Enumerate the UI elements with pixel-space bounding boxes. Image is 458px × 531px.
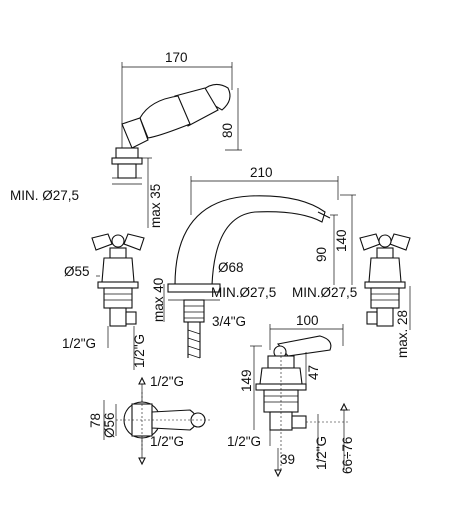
dim-47-label: 47 (306, 365, 321, 380)
dim-thread-1-2-left-label: 1/2"G (62, 336, 96, 351)
valve-side-view-drawing: 100 149 47 1/2"G 1/2"G 39 (227, 313, 355, 478)
dim-thread-1-2-left-vertical-label: 1/2"G (132, 334, 147, 368)
dim-max-28-label: max. 28 (395, 310, 410, 358)
dim-80-label: 80 (220, 123, 235, 138)
dim-140-label: 140 (334, 229, 349, 252)
dim-diam-55-label: Ø55 (64, 264, 90, 279)
dim-66-76-label: 66÷76 (340, 437, 355, 474)
dim-thread-1-2-plan-bottom-label: 1/2"G (150, 434, 184, 449)
dim-min-diam-right-label: MIN.Ø27,5 (292, 285, 357, 300)
right-handle-drawing: MIN.Ø27,5 max. 28 (292, 233, 411, 358)
dim-min-diam-center-label: MIN.Ø27,5 (211, 285, 276, 300)
plan-view-drawing: 78 Ø56 1/2"G 1/2"G (88, 374, 210, 466)
dim-diam-68-label: Ø68 (218, 260, 244, 275)
dim-78-label: 78 (88, 413, 103, 428)
dim-170-label: 170 (165, 50, 188, 65)
dim-100-label: 100 (296, 313, 319, 328)
dim-149-label: 149 (239, 369, 254, 392)
dim-39-label: 39 (280, 452, 295, 467)
dim-max-40-label: max 40 (151, 278, 166, 322)
dim-max-35-label: max 35 (148, 184, 163, 228)
left-handle-drawing: Ø55 1/2"G 1/2"G (62, 233, 147, 370)
dim-valve-thread-vertical-label: 1/2"G (314, 436, 329, 470)
dim-210-label: 210 (250, 165, 273, 180)
dim-min-diam-left-label: MIN. Ø27,5 (10, 188, 79, 203)
dim-thread-1-2-plan-top-label: 1/2"G (150, 374, 184, 389)
dim-valve-thread-label: 1/2"G (227, 434, 261, 449)
dim-diam-56-label: Ø56 (102, 412, 117, 438)
spout-drawing: 210 90 140 Ø68 max 40 MIN.Ø27,5 3/4"G (151, 165, 356, 359)
dim-thread-3-4-label: 3/4"G (212, 314, 246, 329)
dim-90-label: 90 (314, 247, 329, 262)
hand-shower-drawing: 170 80 max 35 MIN. Ø27,5 (10, 50, 242, 228)
